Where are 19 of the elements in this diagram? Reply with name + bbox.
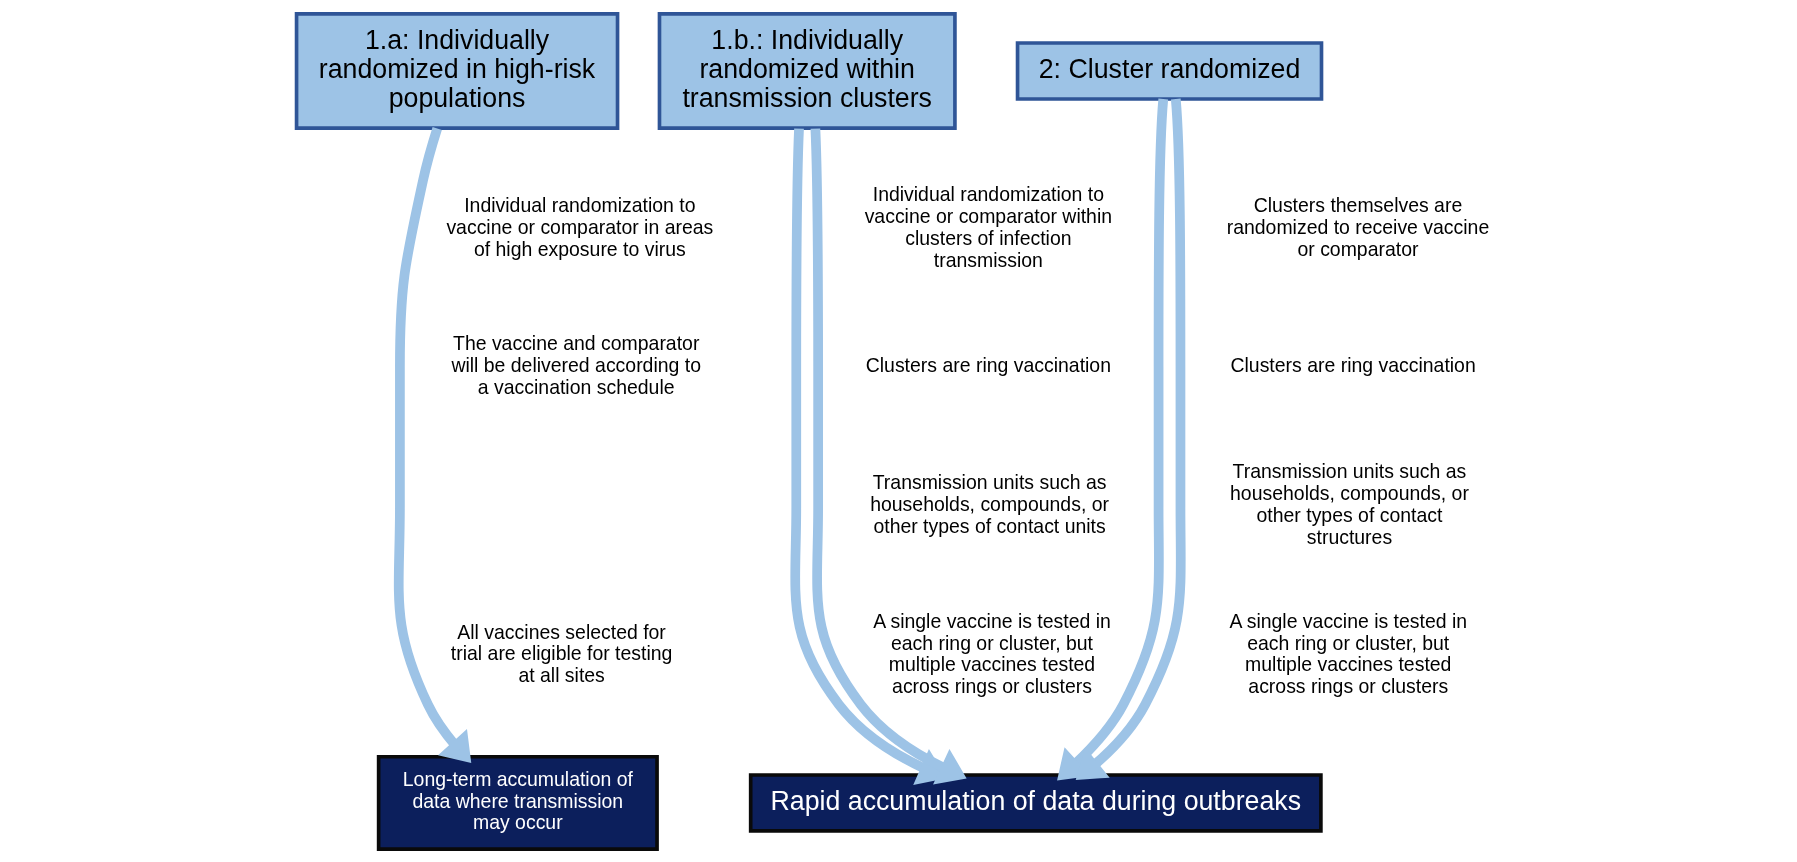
label: Individual randomization to vaccine or comparator in areas of high exposure to virus (445, 193, 713, 260)
label: Transmission units such as households, compounds, or other types of contact units (869, 470, 1109, 537)
label: All vaccines selected for trial are eligible for testing at all sites (450, 620, 672, 686)
label: Transmission units such as households, compounds, or other types of contact structures (1229, 459, 1469, 548)
label: Individual randomization to vaccine or comparator within clusters of infection transmission (864, 182, 1112, 271)
node-box: 1.a: Individually randomized in high-risk populations (294, 11, 619, 130)
label: The vaccine and comparator will be delivered according to a vaccination schedule (450, 331, 701, 398)
node-box: Rapid accumulation of data during outbreaks (748, 772, 1323, 833)
arrow (393, 126, 471, 763)
arrow (1056, 98, 1168, 780)
label: Clusters are ring vaccination (865, 353, 1111, 376)
node-box: 2: Cluster randomized (1015, 40, 1323, 101)
node-box: 1.b.: Individually randomized within transmission clusters (657, 11, 957, 130)
label: Clusters are ring vaccination (1229, 353, 1476, 376)
label: A single vaccine is tested in each ring or cluster, but multiple vaccines tested across rings or clusters (1228, 609, 1467, 697)
arrow (1075, 98, 1186, 780)
label: A single vaccine is tested in each ring or cluster, but multiple vaccines tested across rings or clusters (872, 609, 1111, 697)
node-box: Long-term accumulation of data where transmission may occur (376, 754, 659, 851)
label: Clusters themselves are randomized to receive vaccine or comparator (1226, 193, 1489, 260)
